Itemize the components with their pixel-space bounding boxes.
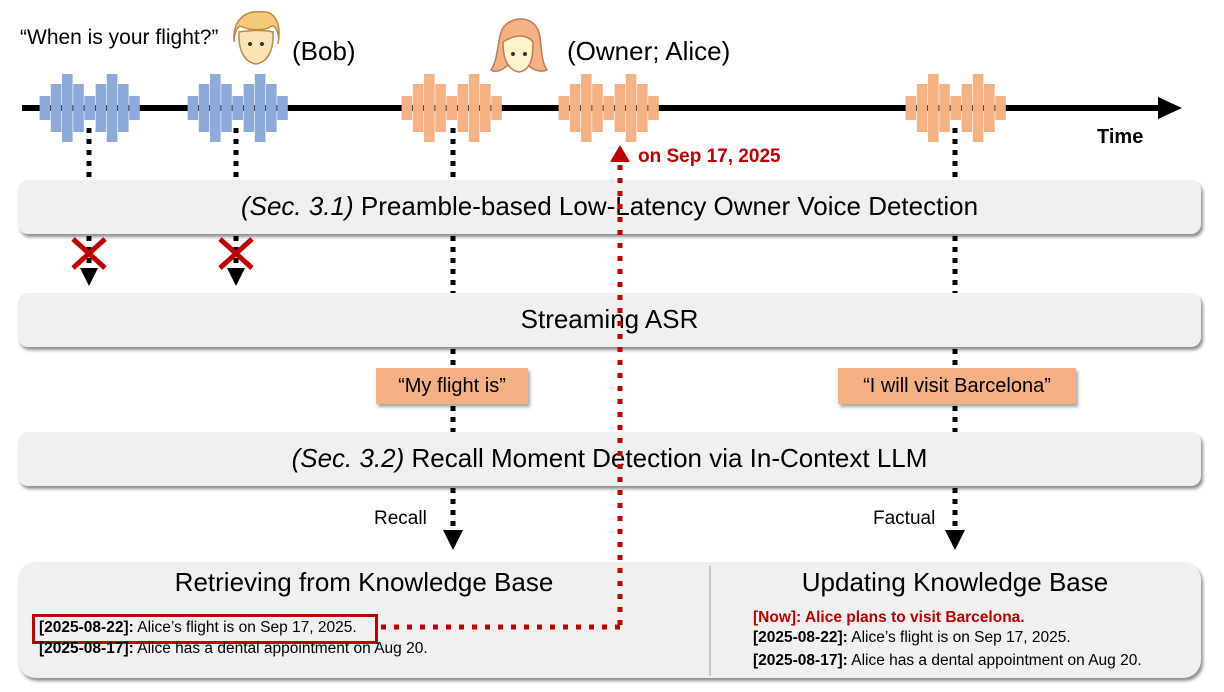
rejected-arrowhead [80,268,98,286]
wave-bar [592,84,603,132]
retrieved-entry-highlight [32,614,378,644]
wave-bar [569,84,581,132]
owner-voice-detection-panel: (Sec. 3.1) Preamble-based Low-Latency Ow… [18,180,1201,234]
section-ref: (Sec. 3.1) [240,191,354,221]
retrieve-kb-entry: [2025-08-22]: Alice’s flight is on Sep 1… [39,619,357,636]
wave-bar [210,74,221,142]
wave-bar [916,84,928,132]
wave-bar [412,84,424,132]
wave-bar [266,84,277,132]
wave-bar [50,84,62,132]
red-up-arrowhead [610,145,630,162]
wave-bar [95,84,107,132]
wave-bar [84,96,95,120]
rejected-x-icon [71,237,107,270]
wave-bar [254,74,266,142]
alice-waveform [558,74,659,142]
wave-bar [106,74,118,142]
wave-bar [457,84,469,132]
wave-bar [905,96,917,120]
recall-arrowhead [443,530,463,550]
man-face-icon [233,10,280,65]
wave-bar [625,74,637,142]
wave-bar [480,84,491,132]
wave-bar [401,96,413,120]
recall-moment-detection-panel: (Sec. 3.2) Recall Moment Detection via I… [18,432,1201,486]
wave-bar [435,84,446,132]
wave-bar [928,74,939,142]
knowledge-base-panel [18,562,1201,678]
streaming-asr-panel: Streaming ASR [18,293,1201,347]
wave-bar [243,84,255,132]
wave-bar [648,96,659,120]
streaming-asr-title: Streaming ASR [520,304,699,334]
wave-bar [232,96,243,120]
wave-bar [39,96,51,120]
factual-arrowhead [945,530,965,550]
wave-bar [614,84,626,132]
section-ref: (Sec. 3.2) [291,443,405,473]
bob-label: (Bob) [292,36,356,66]
factual-label: Factual [873,508,936,529]
update-kb-new-entry: [Now]: Alice plans to visit Barcelona. [753,609,1025,626]
wave-bar [581,74,592,142]
alice-label: (Owner; Alice) [567,36,731,66]
alice-waveform [401,74,502,142]
wave-bar [491,96,502,120]
wave-bar [424,74,435,142]
wave-bar [187,96,199,120]
retrieve-kb-title: Retrieving from Knowledge Base [174,567,554,597]
bob-question: “When is your flight?” [20,26,219,49]
wave-bar [939,84,950,132]
wave-bar [558,96,570,120]
wave-bar [995,96,1006,120]
woman-face-icon [489,18,549,73]
wave-bar [468,74,480,142]
retrieve-kb-entry: [2025-08-17]: Alice has a dental appoint… [39,640,428,657]
wave-bar [62,74,73,142]
wave-bar [73,84,84,132]
wave-bar [603,96,614,120]
time-axis-arrowhead [1158,97,1182,119]
wave-bar [972,74,984,142]
owner-voice-detection-title: (Sec. 3.1) Preamble-based Low-Latency Ow… [240,191,979,221]
alice-waveform [905,74,1006,142]
asr-output-barcelona: “I will visit Barcelona” [838,368,1076,404]
time-axis-label: Time [1097,126,1144,148]
recall-label: Recall [374,508,427,529]
update-kb-entry: [2025-08-22]: Alice’s flight is on Sep 1… [753,629,1071,646]
asr-output-my-flight: “My flight is” [376,368,528,404]
wave-bar [961,84,973,132]
update-kb-title: Updating Knowledge Base [801,567,1109,597]
bob-waveform [187,74,288,142]
wave-bar [446,96,457,120]
wave-bar [277,96,288,120]
flight-date-annotation: on Sep 17, 2025 [638,146,781,167]
recall-moment-detection-title: (Sec. 3.2) Recall Moment Detection via I… [291,443,928,473]
wave-bar [198,84,210,132]
waveforms [39,74,1006,142]
wave-bar [129,96,140,120]
rejected-arrowhead [227,268,245,286]
wave-bar [950,96,961,120]
rejected-x-icon [218,237,254,270]
wave-bar [637,84,648,132]
wave-bar [221,84,232,132]
wave-bar [118,84,129,132]
wave-bar [984,84,995,132]
bob-waveform [39,74,140,142]
update-kb-entry: [2025-08-17]: Alice has a dental appoint… [753,652,1142,669]
